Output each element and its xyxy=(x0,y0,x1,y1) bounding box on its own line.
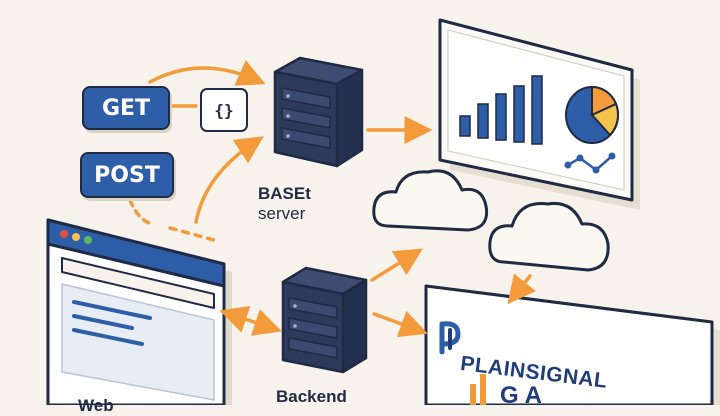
backend-label: Backend xyxy=(276,387,347,406)
post-request-badge: POST xyxy=(80,152,174,198)
get-label: GET xyxy=(101,95,151,121)
post-label: POST xyxy=(94,162,160,188)
server-label-line2: server xyxy=(258,204,306,223)
pie-chart-icon xyxy=(565,85,619,144)
browser-backend-arrow xyxy=(219,306,282,336)
post-dashed-arrow xyxy=(168,226,216,242)
server-label-line1: BASEt xyxy=(258,184,311,203)
arrows xyxy=(128,60,536,338)
diagram-canvas xyxy=(46,18,720,405)
payload-braces: {} xyxy=(214,100,234,120)
server-icon xyxy=(273,56,364,168)
dashboard-panel xyxy=(438,18,640,210)
backend-server-icon xyxy=(281,266,368,374)
bar-chart-icon xyxy=(459,75,543,145)
browser-window-icon xyxy=(46,218,232,405)
cloud-to-panel-arrow xyxy=(507,273,536,305)
backend-to-panel-arrow xyxy=(372,310,428,338)
cloud-icon xyxy=(372,169,489,232)
brand-sub-label: GA xyxy=(500,382,548,409)
trend-line-icon xyxy=(564,152,616,174)
post-to-browser-arrow xyxy=(128,198,154,226)
json-payload-icon: {} xyxy=(200,88,248,132)
plainsignal-logo-icon xyxy=(439,321,461,355)
cloud-icon xyxy=(488,201,610,272)
get-to-server-arrow xyxy=(148,60,266,86)
get-request-badge: GET xyxy=(82,86,170,130)
web-label: Web xyxy=(78,396,114,415)
backend-to-cloud-arrow xyxy=(370,248,423,282)
analytics-panel xyxy=(424,284,720,405)
browser-to-server-arrow xyxy=(194,136,264,224)
